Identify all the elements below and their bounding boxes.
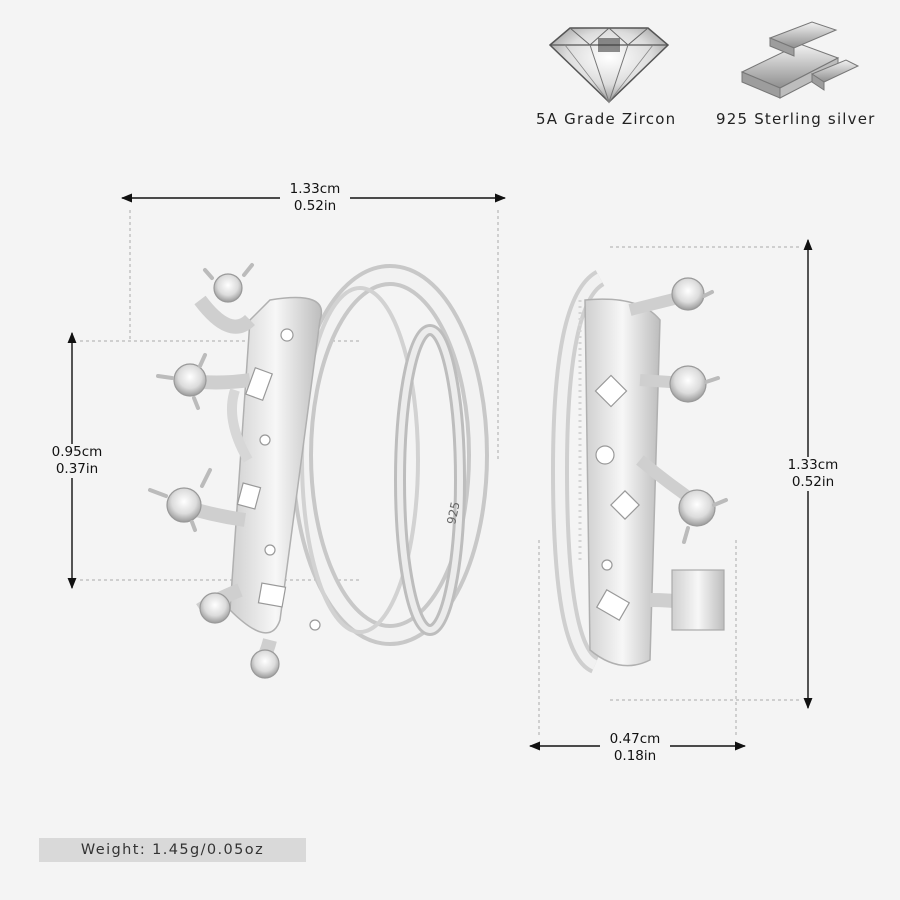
weight-label: Weight: 1.45g/0.05oz: [39, 838, 306, 862]
side-width-label: 0.47cm 0.18in: [600, 731, 670, 765]
front-height-cm: 0.95cm: [51, 444, 103, 460]
side-height-cm: 1.33cm: [787, 457, 839, 473]
front-width-label: 1.33cm 0.52in: [280, 181, 350, 215]
dimension-arrows: [67, 193, 813, 751]
zircon-label: 5A Grade Zircon: [536, 110, 677, 128]
hallmark-text: 925: [444, 500, 462, 525]
side-height-label: 1.33cm 0.52in: [780, 457, 846, 491]
earring-side-view: [550, 270, 728, 674]
guide-lines: [80, 210, 800, 735]
front-width-cm: 1.33cm: [289, 181, 341, 197]
side-width-in: 0.18in: [613, 748, 657, 764]
side-width-cm: 0.47cm: [609, 731, 661, 747]
front-height-in: 0.37in: [55, 461, 99, 477]
front-width-in: 0.52in: [293, 198, 337, 214]
silver-label: 925 Sterling silver: [716, 110, 876, 128]
front-height-label: 0.95cm 0.37in: [44, 444, 110, 478]
earring-front-view: [148, 263, 489, 679]
side-height-in: 0.52in: [791, 474, 835, 490]
silver-bars-icon: [740, 21, 860, 99]
diamond-icon: [548, 27, 670, 104]
